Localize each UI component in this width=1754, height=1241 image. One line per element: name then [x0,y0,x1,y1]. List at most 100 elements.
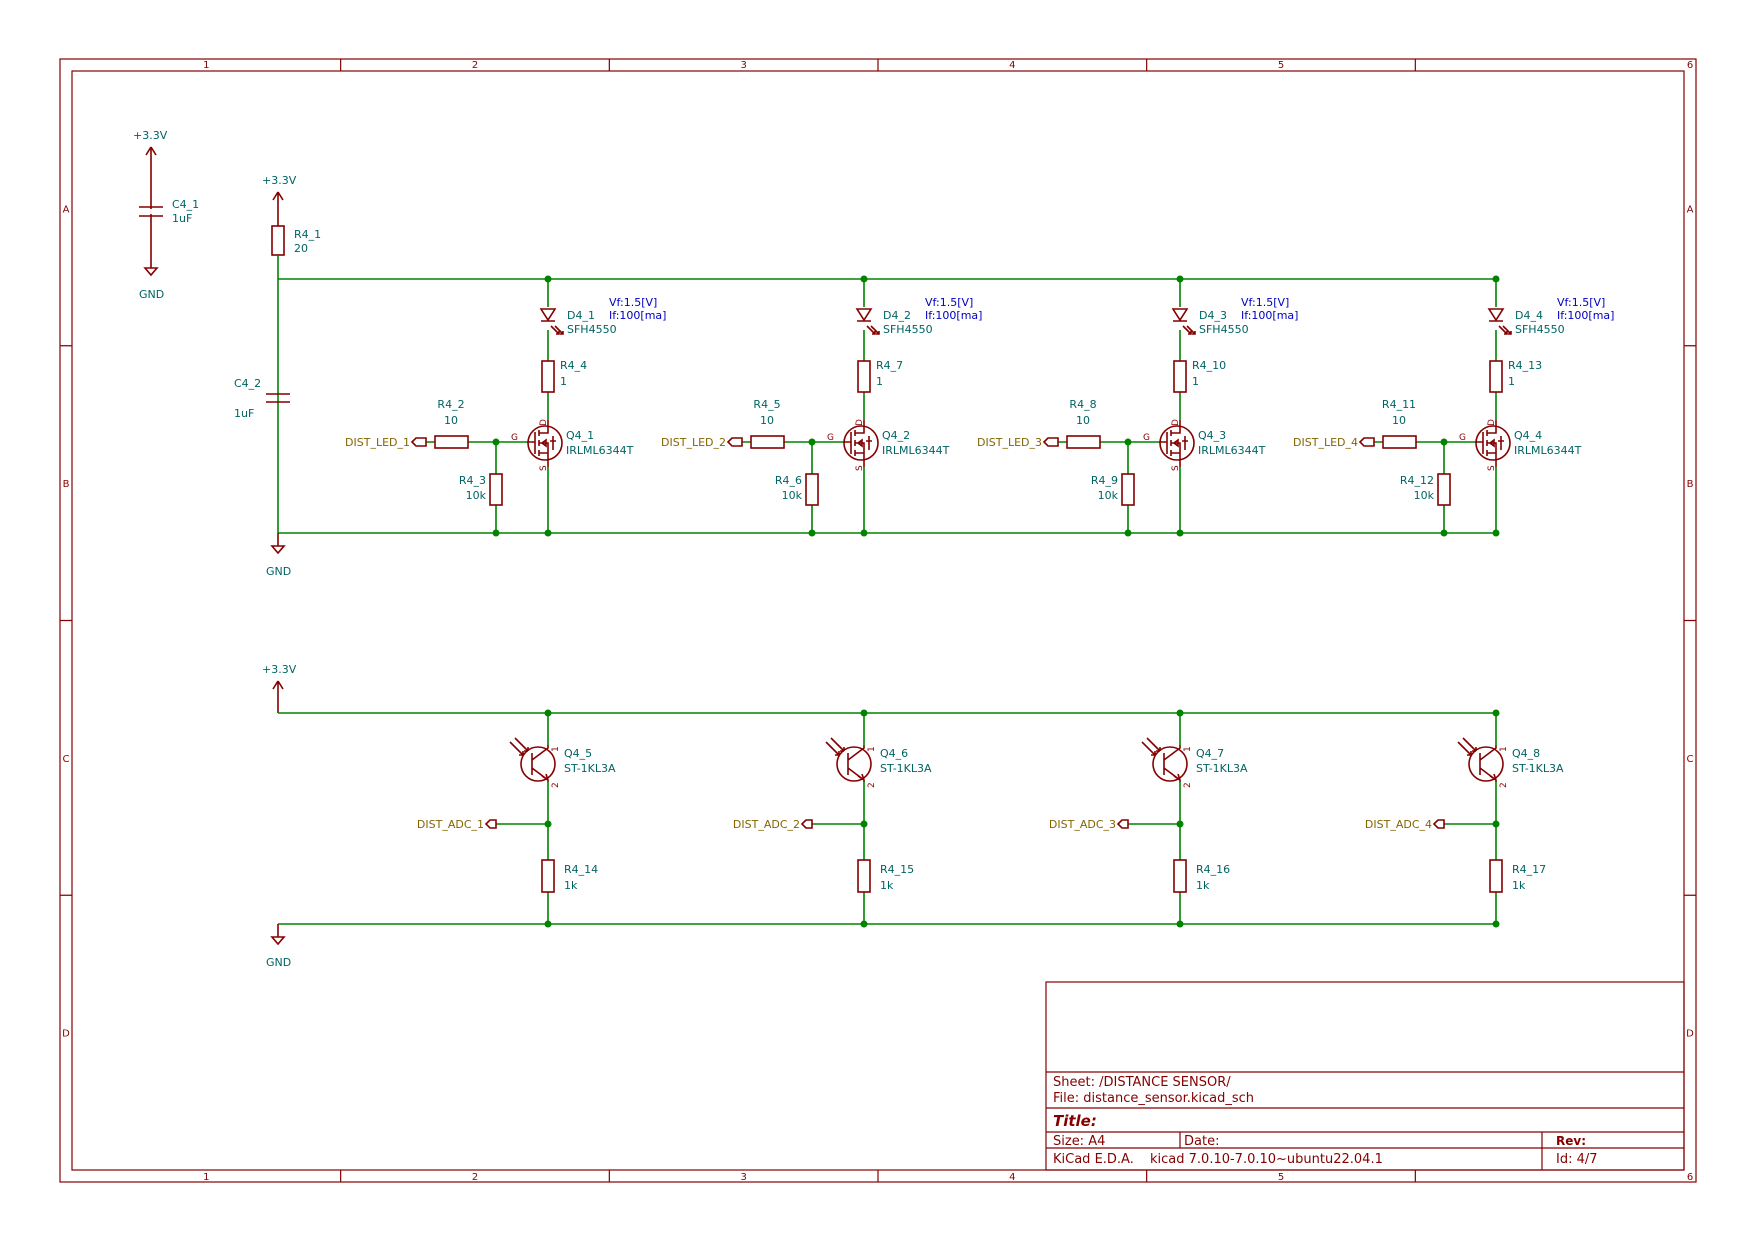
series-resistor-ref: R4_4 [560,359,587,372]
title-block-sheet: Sheet: /DISTANCE SENSOR/ [1053,1075,1231,1090]
column-label-top: 1 [203,60,209,71]
photo-flag-label: DIST_ADC_1 [417,818,484,831]
pulldown-resistor-ref: R4_3 [459,474,486,487]
column-label-top: 2 [472,60,478,71]
phototransistor-value: ST-1KL3A [564,762,616,775]
load-resistor-value: 1k [1512,879,1526,892]
led-channel-4: DIST_LED_4D4_4SFH4550Vf:1.5[V]If:100[ma]… [1293,275,1614,537]
diode-vf-note: Vf:1.5[V] [1557,296,1605,309]
top-gnd-label: GND [266,565,291,578]
r4-1-vcc-label: +3.3V [262,174,297,187]
diode-if-note: If:100[ma] [1241,309,1298,322]
title-block-title: Title: [1053,1112,1097,1130]
photo-flag-label: DIST_ADC_3 [1049,818,1116,831]
diode-value: SFH4550 [1515,323,1565,336]
pulldown-resistor-ref: R4_6 [775,474,802,487]
title-block-rev: Rev: [1556,1134,1586,1148]
mosfet-source-pin: S [539,465,549,471]
gate-resistor-ref: R4_11 [1382,398,1416,411]
title-block-kicad: KiCad E.D.A. [1053,1152,1134,1167]
diode-if-note: If:100[ma] [1557,309,1614,322]
mosfet-value: IRLML6344T [1198,444,1266,457]
row-label-right: A [1687,204,1694,215]
title-block-file: File: distance_sensor.kicad_sch [1053,1091,1254,1106]
emitter-pin: 2 [1183,782,1193,788]
mosfet-source-pin: S [855,465,865,471]
photo-flag-label: DIST_ADC_4 [1365,818,1432,831]
diode-ref: D4_3 [1199,309,1227,322]
led-channel-2: DIST_LED_2D4_2SFH4550Vf:1.5[V]If:100[ma]… [661,275,982,537]
column-label-top: 4 [1009,60,1015,71]
mosfet-drain-pin: D [1171,419,1181,426]
column-label-bottom: 1 [203,1172,209,1183]
emitter-pin: 2 [867,782,877,788]
c4-1-capacitor: +3.3V C4_1 1uF GND [133,129,199,301]
pulldown-resistor-value: 10k [782,489,803,502]
diode-value: SFH4550 [1199,323,1249,336]
diode-vf-note: Vf:1.5[V] [925,296,973,309]
phototransistor-ref: Q4_5 [564,747,592,760]
column-label-bottom: 4 [1009,1172,1015,1183]
mosfet-ref: Q4_4 [1514,429,1542,442]
diode-value: SFH4550 [567,323,617,336]
r4-1-ref: R4_1 [294,228,321,241]
row-label-left: B [63,479,70,490]
column-label-top: 6 [1687,60,1693,71]
column-label-bottom: 6 [1687,1172,1693,1183]
load-resistor-ref: R4_16 [1196,863,1230,876]
series-resistor-value: 1 [876,375,883,388]
phototransistor-value: ST-1KL3A [880,762,932,775]
series-resistor-value: 1 [1508,375,1515,388]
led-flag-label: DIST_LED_4 [1293,436,1358,449]
load-resistor-ref: R4_14 [564,863,598,876]
title-block: Sheet: /DISTANCE SENSOR/ File: distance_… [1045,981,1685,1171]
pulldown-resistor-value: 10k [1098,489,1119,502]
load-resistor-value: 1k [564,879,578,892]
mosfet-ref: Q4_3 [1198,429,1226,442]
diode-if-note: If:100[ma] [609,309,666,322]
collector-pin: 1 [551,746,561,752]
mosfet-value: IRLML6344T [566,444,634,457]
title-block-date: Date: [1184,1134,1219,1149]
series-resistor-ref: R4_13 [1508,359,1542,372]
c4-1-vcc-label: +3.3V [133,129,168,142]
mosfet-gate-pin: G [511,433,518,443]
phototransistor-value: ST-1KL3A [1512,762,1564,775]
gate-resistor-ref: R4_2 [437,398,464,411]
mosfet-drain-pin: D [855,419,865,426]
column-label-top: 3 [740,60,746,71]
phototransistor-value: ST-1KL3A [1196,762,1248,775]
mosfet-value: IRLML6344T [1514,444,1582,457]
photo-vcc-label: +3.3V [262,663,297,676]
load-resistor-ref: R4_17 [1512,863,1546,876]
r4-1-value: 20 [294,242,308,255]
c4-1-ref: C4_1 [172,198,199,211]
gate-resistor-value: 10 [760,414,774,427]
led-channel-1: DIST_LED_1D4_1SFH4550Vf:1.5[V]If:100[ma]… [345,275,666,537]
led-flag-label: DIST_LED_3 [977,436,1042,449]
gate-resistor-value: 10 [1076,414,1090,427]
collector-pin: 1 [1499,746,1509,752]
column-label-bottom: 2 [472,1172,478,1183]
gate-resistor-value: 10 [1392,414,1406,427]
mosfet-drain-pin: D [539,419,549,426]
pulldown-resistor-ref: R4_12 [1400,474,1434,487]
phototransistor-ref: Q4_8 [1512,747,1540,760]
photo-flag-label: DIST_ADC_2 [733,818,800,831]
led-flag-label: DIST_LED_2 [661,436,726,449]
load-resistor-value: 1k [1196,879,1210,892]
collector-pin: 1 [867,746,877,752]
c4-2-value: 1uF [234,407,254,420]
c4-1-value: 1uF [172,212,192,225]
emitter-pin: 2 [1499,782,1509,788]
mosfet-gate-pin: G [1143,433,1150,443]
load-resistor-value: 1k [880,879,894,892]
mosfet-value: IRLML6344T [882,444,950,457]
led-channel-3: DIST_LED_3D4_3SFH4550Vf:1.5[V]If:100[ma]… [977,275,1298,537]
mosfet-source-pin: S [1171,465,1181,471]
mosfet-gate-pin: G [1459,433,1466,443]
frame-ticks [60,59,1696,1182]
